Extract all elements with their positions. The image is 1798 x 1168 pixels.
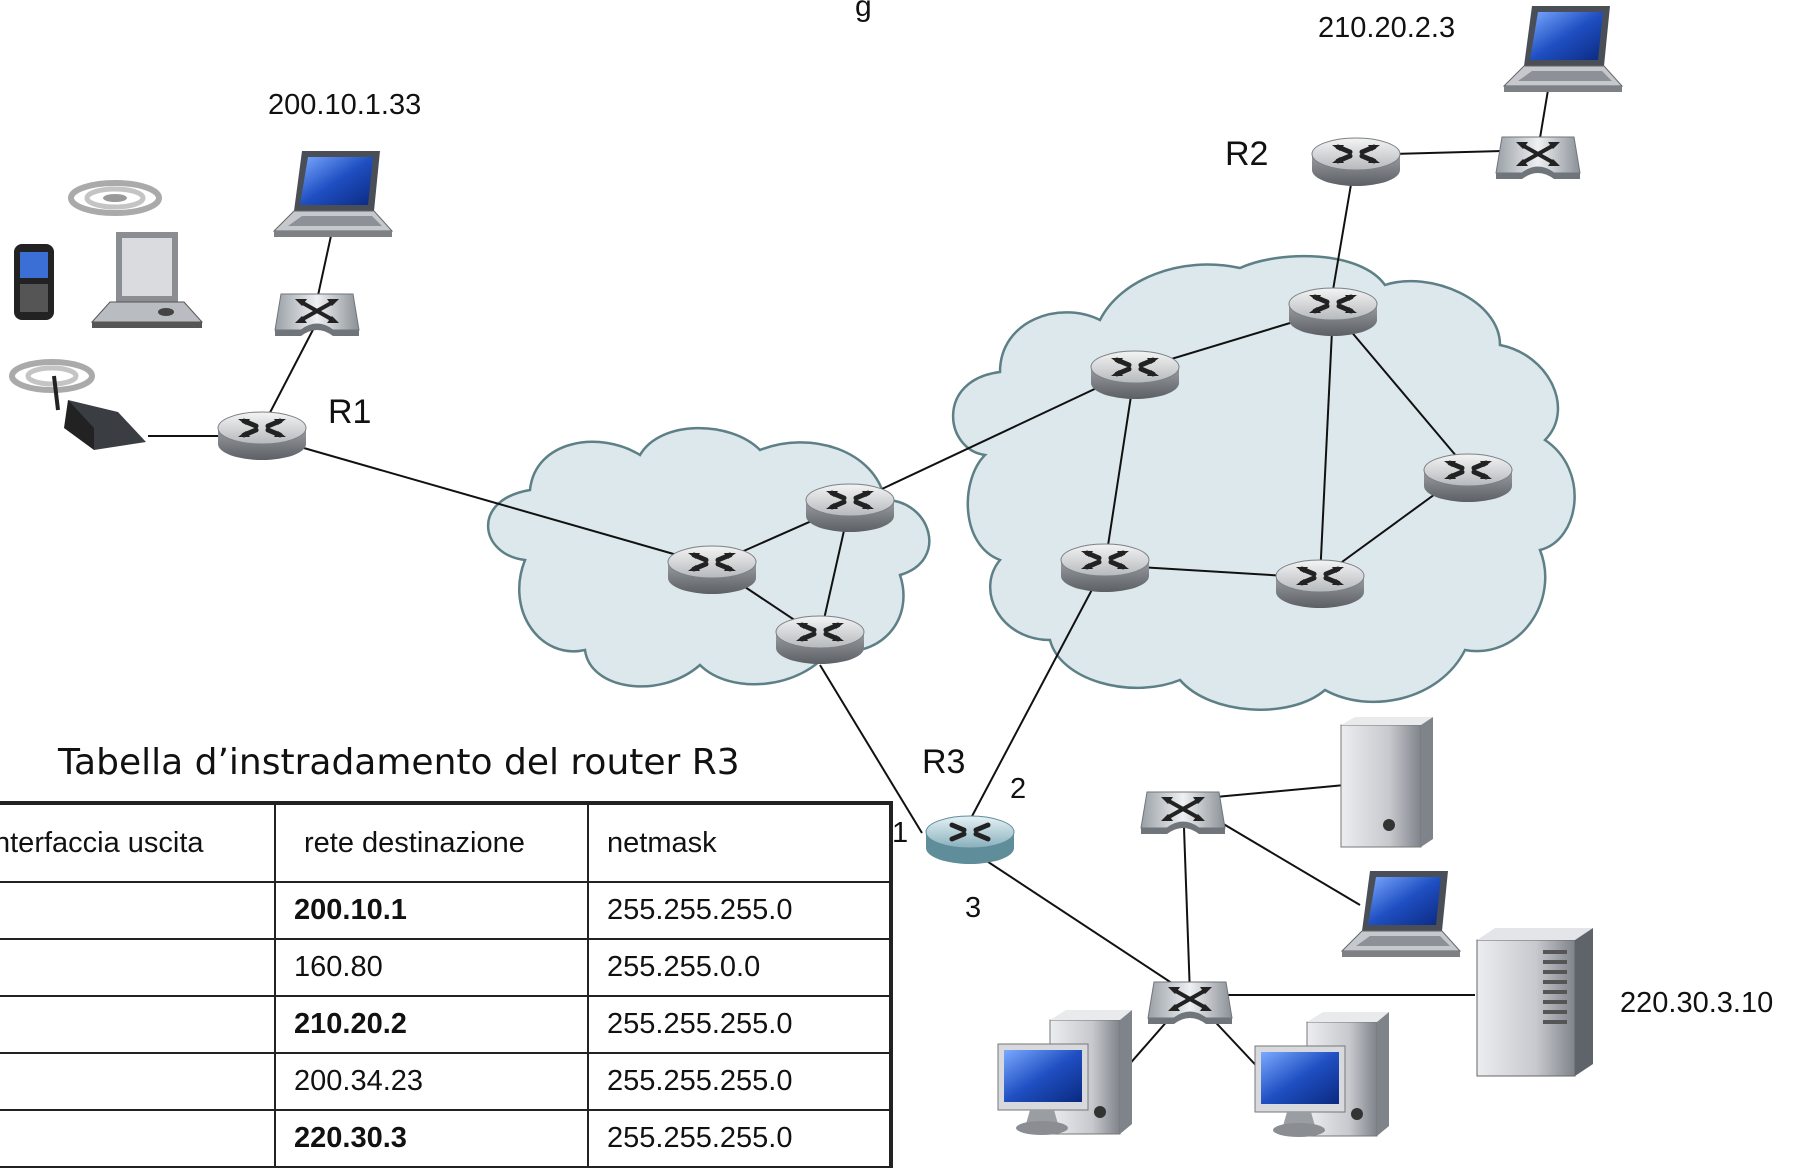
router-r3 bbox=[926, 816, 1014, 864]
router-cloud-h bbox=[1276, 560, 1364, 608]
header-interface: nterfaccia uscita bbox=[0, 801, 276, 883]
top-text-fragment: g bbox=[855, 0, 872, 23]
table-row: 220.30.3 255.255.255.0 bbox=[0, 1109, 893, 1168]
cell-netmask: 255.255.255.0 bbox=[587, 995, 893, 1054]
cell-destination: 210.20.2 bbox=[274, 995, 589, 1054]
cell-interface bbox=[0, 938, 276, 997]
router-cloud-d bbox=[1091, 351, 1179, 399]
router-cloud-e bbox=[1289, 288, 1377, 336]
router-r2 bbox=[1312, 138, 1400, 186]
cell-destination: 220.30.3 bbox=[274, 1109, 589, 1168]
cell-destination: 200.10.1 bbox=[274, 881, 589, 940]
switch-r1 bbox=[273, 292, 361, 338]
cell-netmask: 255.255.255.0 bbox=[587, 881, 893, 940]
router-label-r3: R3 bbox=[922, 743, 965, 781]
wireless-laptop-icon bbox=[90, 232, 204, 328]
routing-table-header: nterfaccia uscita rete destinazione netm… bbox=[0, 801, 893, 883]
server-tower-icon bbox=[1340, 717, 1433, 848]
cell-interface bbox=[0, 881, 276, 940]
port-label-2: 2 bbox=[1010, 773, 1026, 805]
router-label-r2: R2 bbox=[1225, 135, 1268, 173]
server-220-30-3-10 bbox=[1476, 928, 1593, 1077]
ip-label-laptop-r2: 210.20.2.3 bbox=[1318, 12, 1455, 44]
cell-destination: 200.34.23 bbox=[274, 1052, 589, 1111]
port-label-1: 1 bbox=[892, 817, 908, 849]
workstation-left bbox=[997, 1009, 1133, 1136]
table-row: 200.34.23 255.255.255.0 bbox=[0, 1052, 893, 1111]
router-cloud-g bbox=[1061, 544, 1149, 592]
header-destination: rete destinazione bbox=[274, 801, 589, 883]
wireless-access-point-icon bbox=[9, 359, 146, 450]
router-cloud-a bbox=[668, 546, 756, 594]
router-cloud-c bbox=[776, 616, 864, 664]
header-netmask: netmask bbox=[587, 801, 893, 883]
cell-destination: 160.80 bbox=[274, 938, 589, 997]
routing-table-title: Tabella d’instradamento del router R3 bbox=[58, 742, 740, 783]
router-cloud-f bbox=[1424, 454, 1512, 502]
table-row: 160.80 255.255.0.0 bbox=[0, 938, 893, 997]
cell-netmask: 255.255.255.0 bbox=[587, 1052, 893, 1111]
laptop-200-10-1-33 bbox=[273, 150, 393, 238]
cell-interface bbox=[0, 995, 276, 1054]
port-label-3: 3 bbox=[965, 892, 981, 924]
workstation-right bbox=[1254, 1011, 1390, 1138]
router-r1 bbox=[218, 412, 306, 460]
laptop-lan bbox=[1341, 870, 1461, 958]
laptop-210-20-2-3 bbox=[1503, 5, 1623, 93]
table-row: 200.10.1 255.255.255.0 bbox=[0, 881, 893, 940]
ip-label-laptop-r1: 200.10.1.33 bbox=[268, 89, 421, 121]
cell-netmask: 255.255.255.0 bbox=[587, 1109, 893, 1168]
cell-interface bbox=[0, 1109, 276, 1168]
switch-r2 bbox=[1494, 135, 1582, 181]
routing-table-r3: nterfaccia uscita rete destinazione netm… bbox=[0, 801, 893, 1168]
router-cloud-b bbox=[806, 484, 894, 532]
cell-netmask: 255.255.0.0 bbox=[587, 938, 893, 997]
smartphone-icon bbox=[14, 244, 54, 320]
wireless-signal-icon bbox=[68, 180, 162, 216]
switch-lan-upper bbox=[1139, 790, 1227, 836]
cell-interface bbox=[0, 1052, 276, 1111]
ip-label-server: 220.30.3.10 bbox=[1620, 987, 1773, 1019]
router-label-r1: R1 bbox=[328, 393, 371, 431]
table-row: 210.20.2 255.255.255.0 bbox=[0, 995, 893, 1054]
switch-lan-lower bbox=[1146, 980, 1234, 1026]
